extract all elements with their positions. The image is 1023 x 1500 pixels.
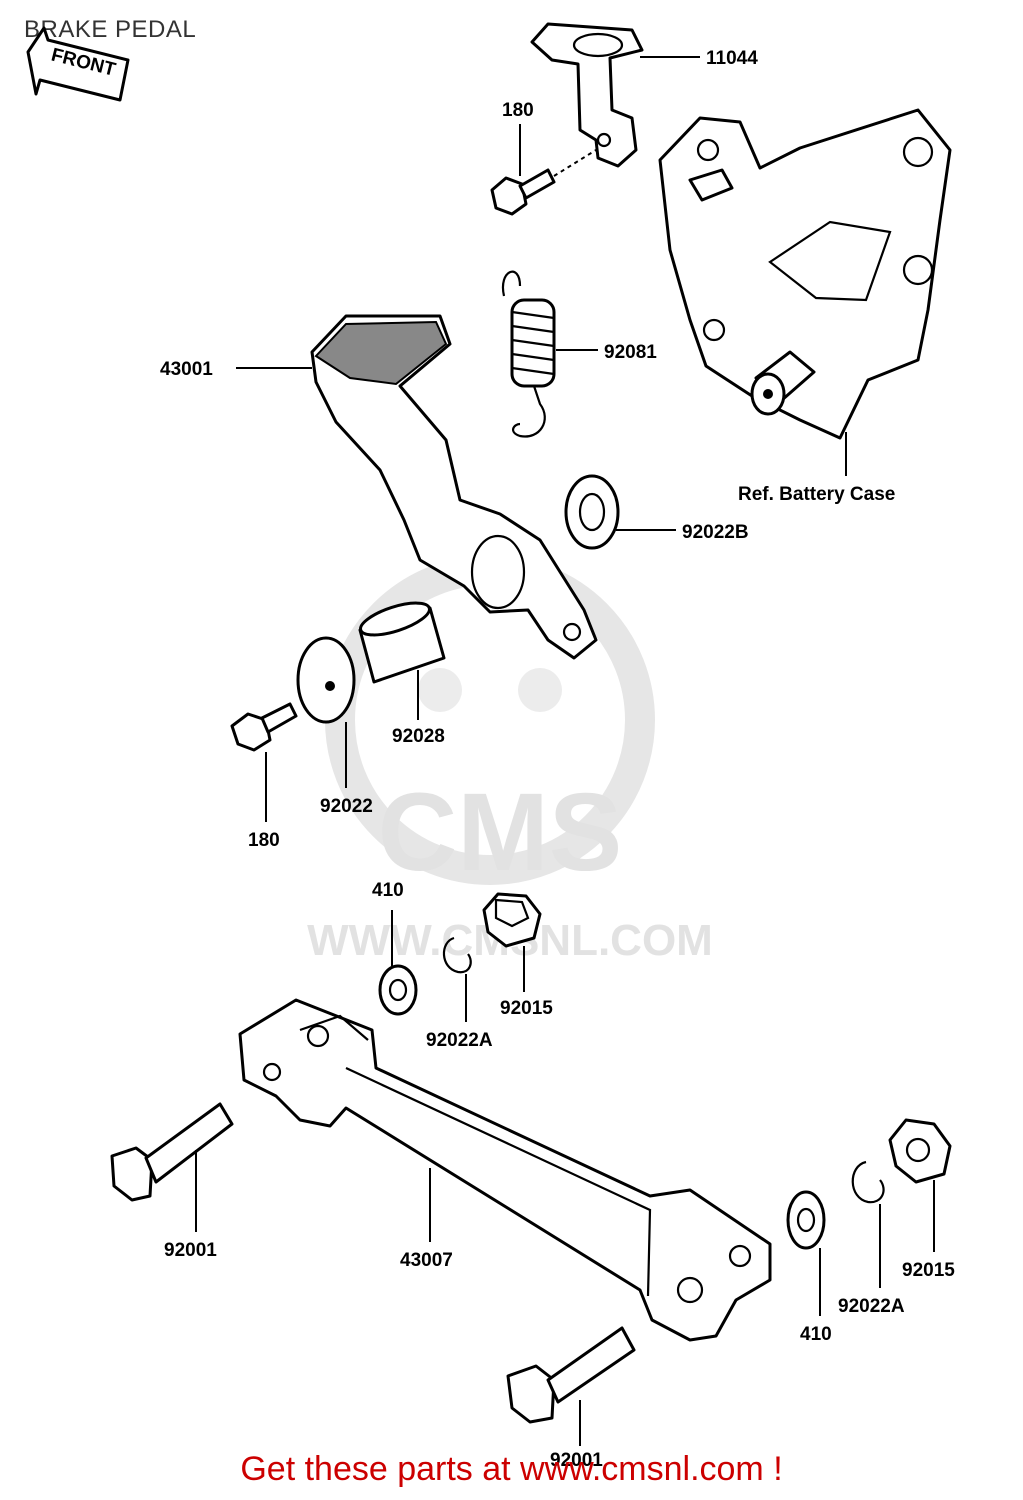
part-43001-brake-pedal: [310, 314, 598, 660]
label-11044: 11044: [706, 48, 758, 69]
label-92015-top: 92015: [500, 998, 553, 1019]
part-92001-bolt-bottom: [506, 1326, 636, 1424]
part-92022a-lockwasher-bottom: [851, 1160, 885, 1204]
label-92001-bottom: 92001: [550, 1450, 603, 1471]
part-11044-bracket: [530, 22, 644, 168]
part-180-bolt-bottom: [230, 702, 298, 752]
part-92081-spring: [501, 270, 556, 438]
part-43007-brake-rod: [238, 998, 772, 1342]
part-92015-nut-top: [482, 892, 542, 948]
label-92001-left: 92001: [164, 1240, 217, 1261]
label-92022A-top: 92022A: [426, 1030, 493, 1051]
part-92028-collar: [358, 601, 446, 684]
label-43007: 43007: [400, 1250, 453, 1271]
part-410-washer-bottom: [786, 1190, 826, 1250]
watermark-brand: CMS: [378, 771, 622, 894]
label-92028: 92028: [392, 726, 445, 747]
part-92022b-washer: [564, 474, 620, 550]
part-180-bolt-top: [490, 149, 597, 216]
part-92022-washer: [296, 636, 356, 724]
label-180-bottom: 180: [248, 830, 280, 851]
label-92022A-bottom: 92022A: [838, 1296, 905, 1317]
part-92001-bolt-left: [110, 1102, 234, 1202]
page-title: BRAKE PEDAL: [24, 16, 197, 43]
label-92022B: 92022B: [682, 522, 749, 543]
label-410-bottom: 410: [800, 1324, 832, 1345]
label-92022: 92022: [320, 796, 373, 817]
footer-link-text[interactable]: Get these parts at www.cmsnl.com !: [240, 1450, 783, 1488]
label-92015-bottom: 92015: [902, 1260, 955, 1281]
part-410-washer-top: [378, 964, 418, 1016]
part-92022a-lockwasher-top: [442, 936, 472, 974]
label-43001: 43001: [160, 359, 213, 380]
label-180-top: 180: [502, 100, 534, 121]
watermark: CMS WWW.CMSNL.COM: [307, 555, 713, 965]
part-92015-nut-bottom: [888, 1118, 952, 1184]
front-arrow-icon: FRONT: [26, 26, 130, 102]
battery-case-mount: [658, 108, 952, 440]
label-ref-battery-case: Ref. Battery Case: [738, 484, 895, 505]
label-92081: 92081: [604, 342, 657, 363]
label-410-top: 410: [372, 880, 404, 901]
